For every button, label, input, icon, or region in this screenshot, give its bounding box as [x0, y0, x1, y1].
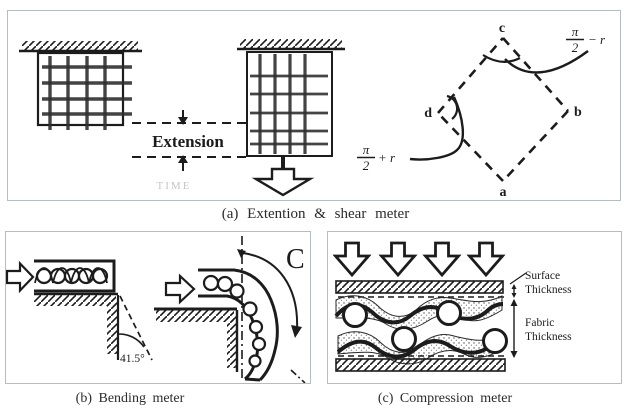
- time-watermark: TIME: [157, 180, 192, 192]
- caption-a: (a) Extention & shear meter: [221, 206, 410, 222]
- bending-after: C: [154, 236, 306, 383]
- panel-extension-shear: Extension TIME: [7, 10, 621, 201]
- extension-gap: Extension TIME: [132, 110, 248, 192]
- fraction-numerator: π: [363, 142, 370, 157]
- angle-leader-left: [409, 96, 465, 161]
- press-down-arrow-icon: [466, 241, 506, 278]
- angle-leader-top: [504, 50, 589, 74]
- fabric-layer-bottom: [336, 326, 508, 365]
- top-plate: [335, 280, 504, 294]
- surface-thickness-label-1: Surface: [525, 270, 560, 282]
- push-arrow-icon: [6, 260, 35, 294]
- surface-thickness-label-2: Thickness: [525, 284, 572, 296]
- yarn-circle: [342, 302, 368, 328]
- bending-drawing: 41.5° C: [6, 236, 306, 383]
- curvature-arrow: [242, 252, 299, 331]
- sample-frame: [36, 51, 125, 127]
- measure-arrowhead-icon: [510, 299, 518, 306]
- yarn-thread: [34, 267, 108, 284]
- curvature-arrow-start-icon: [237, 249, 246, 258]
- fabric-cross-section: [34, 259, 116, 293]
- yarn-circle: [482, 328, 508, 354]
- bending-before: 41.5°: [6, 259, 153, 365]
- bend-reference-dash: [119, 295, 153, 361]
- caption-c: (c) Compression meter: [377, 391, 513, 406]
- measure-arrowhead-icon: [511, 284, 517, 289]
- ceiling-hatch: [240, 39, 342, 49]
- down-arrowhead-icon: [178, 117, 188, 125]
- bend-angle-label: 41.5°: [120, 353, 145, 365]
- press-down-arrow-icon: [422, 241, 462, 278]
- angle-label-top: π 2 − r: [566, 24, 606, 55]
- fabric-tip: [244, 377, 261, 382]
- bent-reference-dashdot: [290, 369, 306, 383]
- floor-hatch: [156, 310, 234, 322]
- fraction-rest: + r: [378, 150, 396, 165]
- fabric-layer-top: [334, 295, 504, 330]
- curvature-label: C: [286, 244, 305, 275]
- edge-hatch: [227, 313, 237, 368]
- diamond-edges: [437, 37, 569, 182]
- fraction-numerator: π: [572, 24, 579, 39]
- caption-b: (b) Bending meter: [75, 391, 185, 406]
- thickness-measures: Surface Thickness Fabric Thickness: [509, 270, 572, 358]
- panel-compression: Surface Thickness Fabric Thickness: [327, 231, 622, 384]
- press-down-arrow-icon: [332, 241, 372, 278]
- ceiling-hatch: [22, 41, 138, 51]
- yarn-circle: [436, 300, 462, 326]
- pull-down-arrow-icon: [251, 167, 315, 197]
- compression-drawing: Surface Thickness Fabric Thickness: [332, 241, 572, 372]
- fabric-wave: [334, 302, 504, 325]
- measure-arrowhead-icon: [510, 351, 518, 358]
- fabric-outer-edge: [198, 268, 279, 382]
- press-down-arrow-icon: [378, 241, 418, 278]
- fabric-thickness-label-1: Fabric: [525, 317, 554, 329]
- fraction-rest: − r: [588, 32, 606, 47]
- sample-grid: [42, 56, 132, 130]
- shear-diamond: c b a d π 2 − r π 2 + r: [357, 21, 606, 200]
- angle-label-left: π 2 + r: [357, 142, 396, 173]
- diamond-vertex-a: a: [500, 185, 507, 200]
- diamond-vertex-b: b: [574, 105, 582, 120]
- angle-arc: [118, 333, 145, 348]
- panel-bending: 41.5° C: [5, 231, 311, 384]
- edge-hatch: [107, 298, 118, 354]
- sample-grid: [250, 54, 328, 154]
- press-arrows: [332, 241, 506, 278]
- measure-arrowhead-icon: [511, 293, 517, 298]
- sample-frame: [246, 51, 333, 157]
- sample-after: [237, 39, 345, 197]
- diamond-vertex-d: d: [424, 106, 432, 121]
- bottom-plate: [335, 358, 506, 372]
- yarn-circle: [391, 326, 417, 352]
- fabric-thickness-label-2: Thickness: [525, 331, 572, 343]
- fabric-stipple-band: [335, 295, 503, 330]
- surface-leader-line: [509, 272, 527, 285]
- diamond-vertex-c: c: [499, 21, 505, 36]
- sample-before: [19, 41, 142, 130]
- up-arrowhead-icon: [178, 155, 188, 163]
- curvature-arrowhead-icon: [291, 325, 302, 338]
- push-arrow-icon: [164, 273, 196, 305]
- extension-shear-drawing: Extension TIME: [19, 21, 606, 200]
- fraction-denominator: 2: [572, 40, 579, 55]
- shelf-hatch: [34, 295, 116, 306]
- angle-arc-top: [482, 54, 521, 63]
- extension-label: Extension: [152, 132, 224, 151]
- fraction-denominator: 2: [363, 158, 370, 173]
- yarn-circles: [202, 274, 267, 368]
